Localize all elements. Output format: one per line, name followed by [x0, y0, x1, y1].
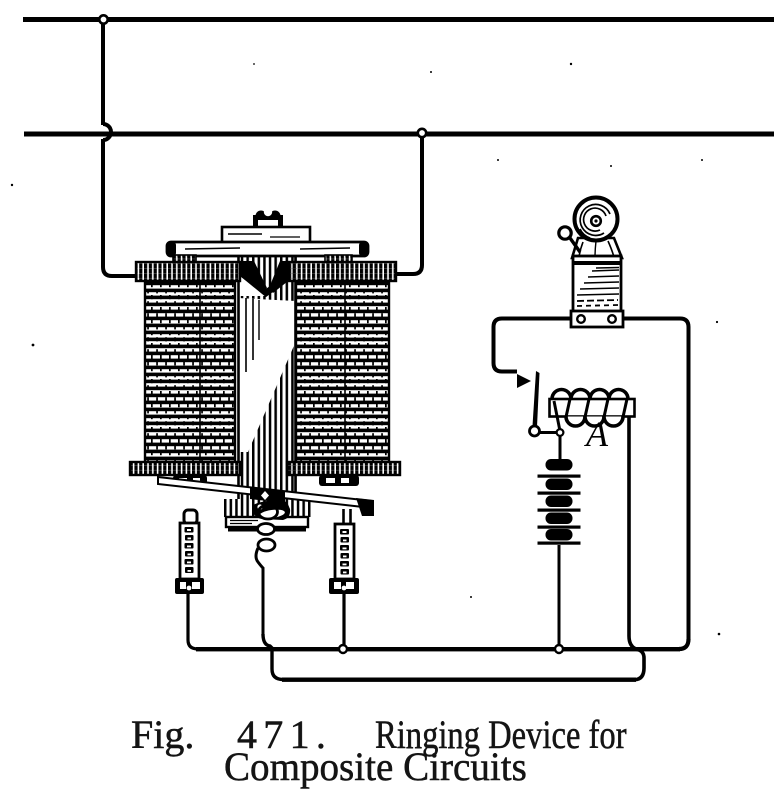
- svg-text:Fig.: Fig.: [131, 712, 194, 757]
- svg-text:A: A: [584, 414, 609, 454]
- svg-text:471.: 471.: [237, 712, 332, 757]
- svg-text:Composite Circuits: Composite Circuits: [224, 745, 527, 790]
- svg-text:Ringing Device for: Ringing Device for: [375, 712, 627, 757]
